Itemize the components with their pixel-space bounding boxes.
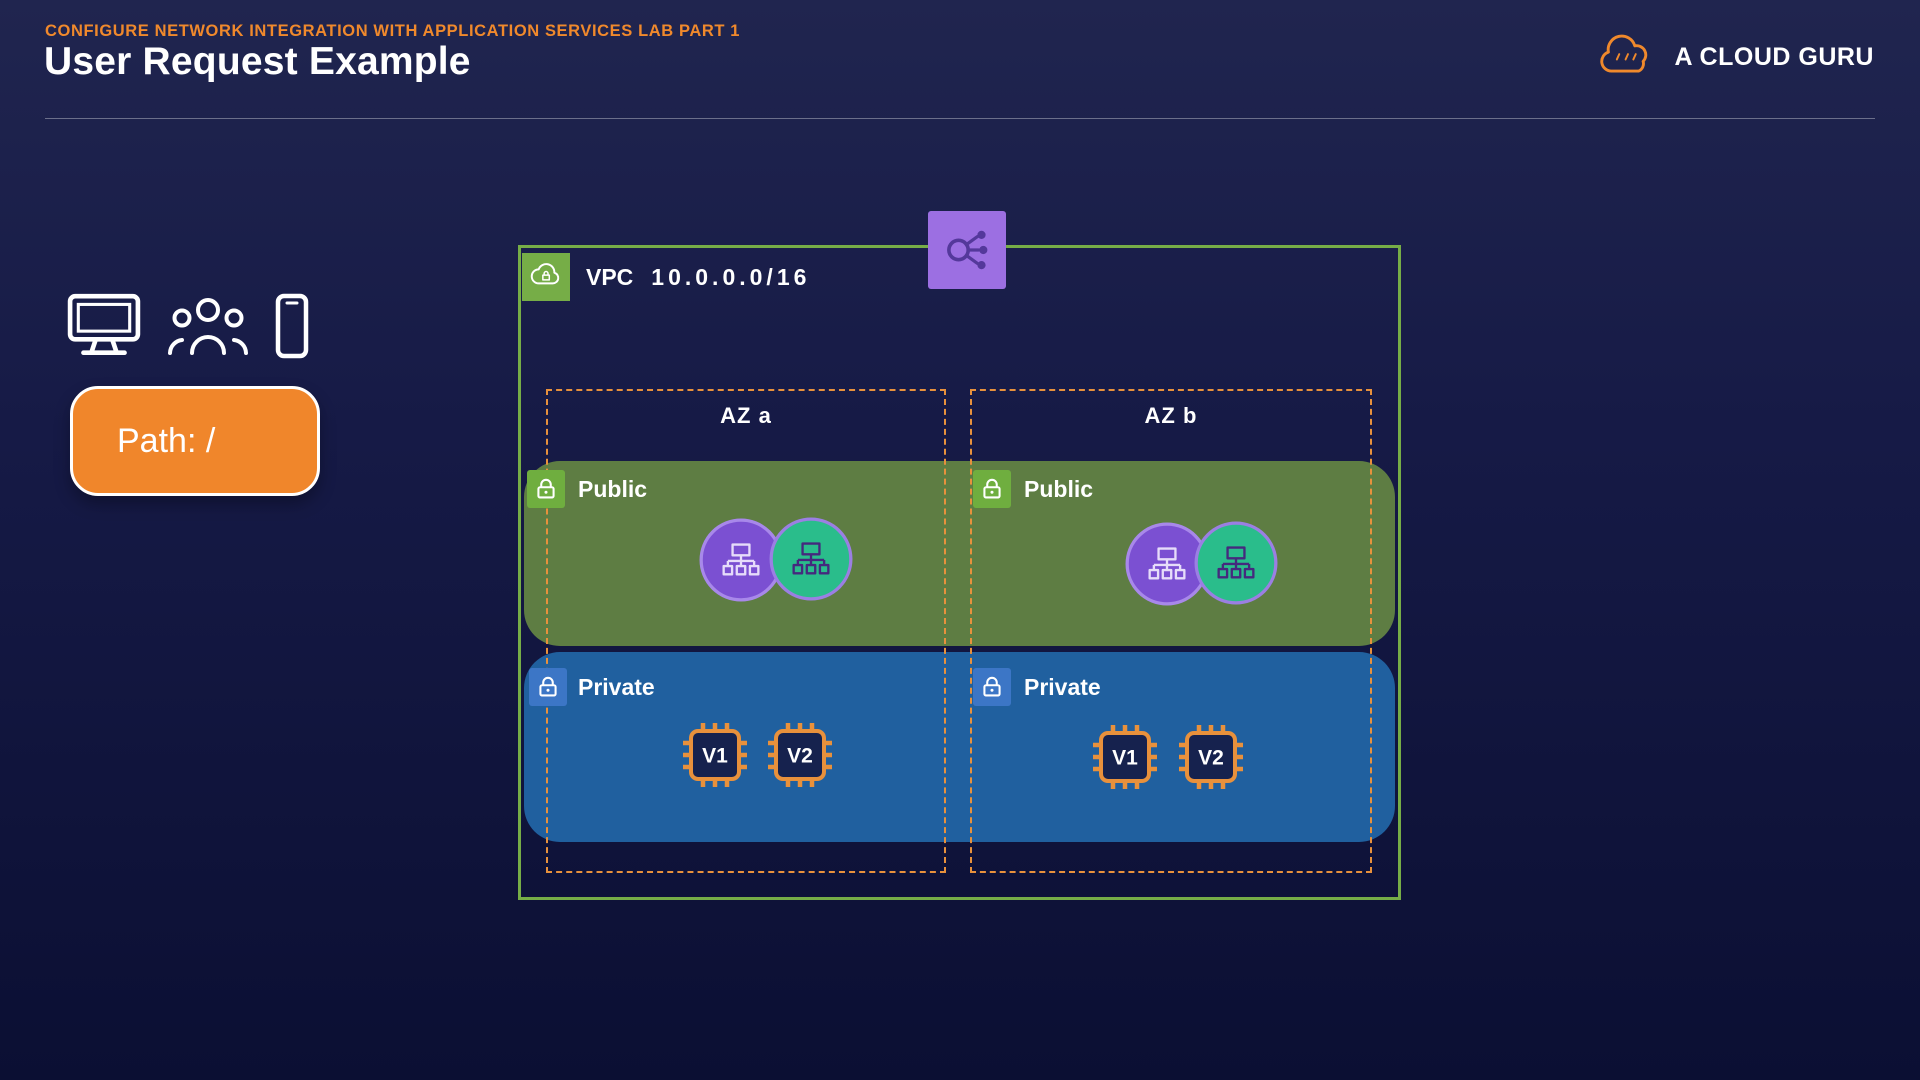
az-a-label: AZ a: [720, 403, 772, 428]
public-subnet-label: Public: [1024, 476, 1094, 502]
vpc-cidr: 10.0.0.0/16: [651, 263, 811, 290]
vpc-cloud-lock-icon: [522, 253, 570, 301]
public-subnet-label: Public: [578, 476, 648, 502]
request-path-label: Path: /: [117, 421, 216, 460]
private-subnet-lock-icon: [973, 668, 1011, 706]
az-a-box: AZ a: [546, 389, 946, 873]
private-subnet-lock-icon: [529, 668, 567, 706]
instance-label: V2: [1198, 747, 1224, 770]
vpc-container: AZ a AZ b VPC 10.0.0.0/16: [518, 211, 1401, 900]
instance-chip: V2: [768, 723, 832, 787]
auto-scaling-node-icon: [1194, 521, 1278, 605]
request-path-badge: Path: /: [70, 386, 320, 496]
auto-scaling-node-icon: [769, 517, 853, 601]
header-divider: [45, 118, 1875, 119]
lesson-kicker: CONFIGURE NETWORK INTEGRATION WITH APPLI…: [45, 22, 741, 40]
instance-label: V1: [1112, 747, 1138, 770]
load-balancer-icon: [928, 211, 1006, 289]
private-subnet-label: Private: [1024, 674, 1101, 700]
private-subnet-band: [524, 652, 1395, 842]
acg-cloud-icon: [1600, 34, 1648, 73]
instance-label: V1: [702, 745, 728, 768]
mobile-phone-icon: [275, 293, 309, 359]
client-devices: [67, 289, 309, 359]
vpc-tag: VPC 10.0.0.0/16: [522, 253, 810, 301]
instance-chip: V1: [1093, 725, 1157, 789]
load-balancer-node-icon: [1125, 522, 1209, 606]
desktop-icon: [67, 293, 141, 356]
instance-chip: V2: [1179, 725, 1243, 789]
instance-chip: V1: [683, 723, 747, 787]
instance-label: V2: [787, 745, 813, 768]
page-title: User Request Example: [44, 40, 471, 83]
private-subnet-label: Private: [578, 674, 655, 700]
az-b-label: AZ b: [1144, 403, 1198, 428]
acg-logo: A CLOUD GURU: [1596, 34, 1874, 81]
vpc-label: VPC: [586, 263, 634, 290]
acg-logo-text: A CLOUD GURU: [1674, 43, 1874, 71]
public-subnet-lock-icon: [527, 470, 565, 508]
users-icon: [168, 298, 248, 355]
public-subnet-lock-icon: [973, 470, 1011, 508]
az-b-box: AZ b: [970, 389, 1372, 873]
